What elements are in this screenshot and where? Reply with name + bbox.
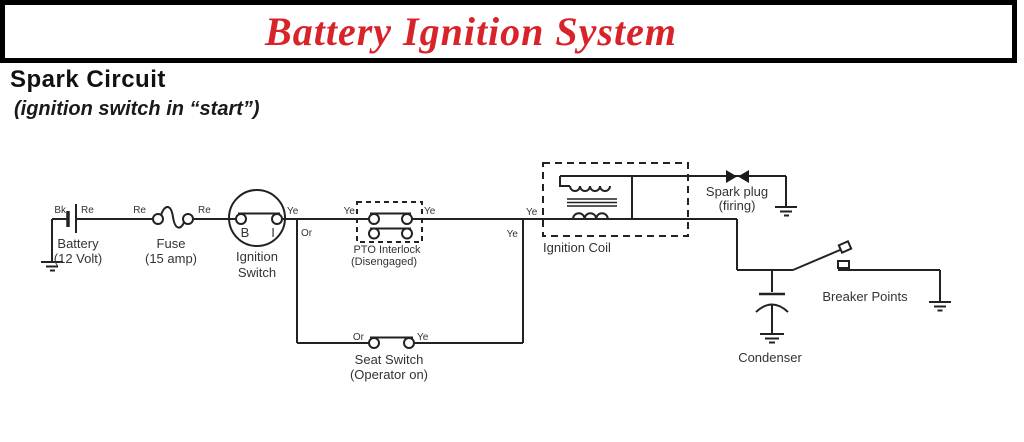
terminal-b-label: B <box>241 225 250 240</box>
seat-switch-detail: (Operator on) <box>350 367 428 382</box>
wire-label-re-fuse-in: Re <box>133 205 146 216</box>
terminal-i-label: I <box>271 225 275 240</box>
fuse-terminal-left <box>152 213 164 225</box>
breaker-moving-contact <box>837 239 853 255</box>
section-title: Spark Circuit <box>10 66 166 93</box>
breaker-fixed-contact <box>837 260 850 269</box>
wire-label-bk: Bk <box>54 205 67 216</box>
wires <box>51 175 941 344</box>
ground-symbol-breaker <box>929 301 951 312</box>
condenser-plate-curved <box>755 303 789 313</box>
pto-interlock-label: PTO Interlock <box>353 244 421 256</box>
page-title: Battery Ignition System <box>265 9 677 54</box>
coil-core <box>567 198 617 207</box>
ignition-switch-label-1: Ignition <box>236 249 278 264</box>
ignition-coil-box <box>542 162 689 237</box>
ignition-switch-label-2: Switch <box>238 265 276 280</box>
spark-plug-detail: (firing) <box>719 198 756 213</box>
breaker-arm <box>792 249 841 271</box>
coil-secondary-winding <box>569 185 611 192</box>
header-box: Battery Ignition System <box>0 0 1017 63</box>
fuse-detail: (15 amp) <box>145 251 197 266</box>
wire-color-labels: Bk Re Re Re Ye Or Ye Ye Ye Ye Or Ye <box>54 205 537 343</box>
wire-label-ye-seat-drop: Ye <box>507 229 519 240</box>
wire-label-ye-pto-out: Ye <box>424 206 436 217</box>
coil-primary-winding <box>572 212 609 220</box>
pto-interlock-detail: (Disengaged) <box>351 256 417 268</box>
wire-label-re-fuse-out: Re <box>198 205 211 216</box>
seat-switch-label: Seat Switch <box>355 352 424 367</box>
breaker-points <box>792 239 951 312</box>
ignition-coil <box>542 162 689 237</box>
condenser-label: Condenser <box>738 350 802 365</box>
ignition-switch-terminal-i <box>271 213 283 225</box>
wire-label-or-switch-drop: Or <box>301 228 313 239</box>
wire-label-ye-coil-in: Ye <box>526 207 538 218</box>
section-subtitle: (ignition switch in “start”) <box>14 98 260 120</box>
fuse-label: Fuse <box>157 236 186 251</box>
ground-symbol-condenser <box>760 333 784 344</box>
pto-interlock <box>356 201 423 243</box>
wire-label-or-seat-in: Or <box>353 332 365 343</box>
ground-symbol-spark-plug <box>775 206 797 217</box>
component-labels: Battery (12 Volt) Fuse (15 amp) B I Igni… <box>54 184 908 382</box>
battery-label: Battery <box>57 236 99 251</box>
fuse-element <box>160 206 186 229</box>
breaker-points-label: Breaker Points <box>822 289 908 304</box>
wire-label-ye-pto-in: Ye <box>344 206 356 217</box>
wire-label-ye-seat-out: Ye <box>417 332 429 343</box>
ignition-coil-label: Ignition Coil <box>543 240 611 255</box>
ignition-switch-terminal-b <box>235 213 247 225</box>
fuse-terminal-right <box>182 213 194 225</box>
pto-interlock-box <box>356 201 423 243</box>
spark-plug <box>726 170 797 217</box>
ignition-switch <box>235 212 283 225</box>
wire-label-ye-switch-out: Ye <box>287 206 299 217</box>
wire-label-re-battery: Re <box>81 205 94 216</box>
battery-detail: (12 Volt) <box>54 251 102 266</box>
condenser <box>755 292 789 344</box>
spark-plug-label: Spark plug <box>706 184 768 199</box>
fuse <box>152 206 194 229</box>
ground-symbol-battery <box>41 261 63 272</box>
spark-plug-gap-symbol <box>726 170 749 183</box>
battery <box>41 204 77 272</box>
seat-switch <box>368 336 415 349</box>
